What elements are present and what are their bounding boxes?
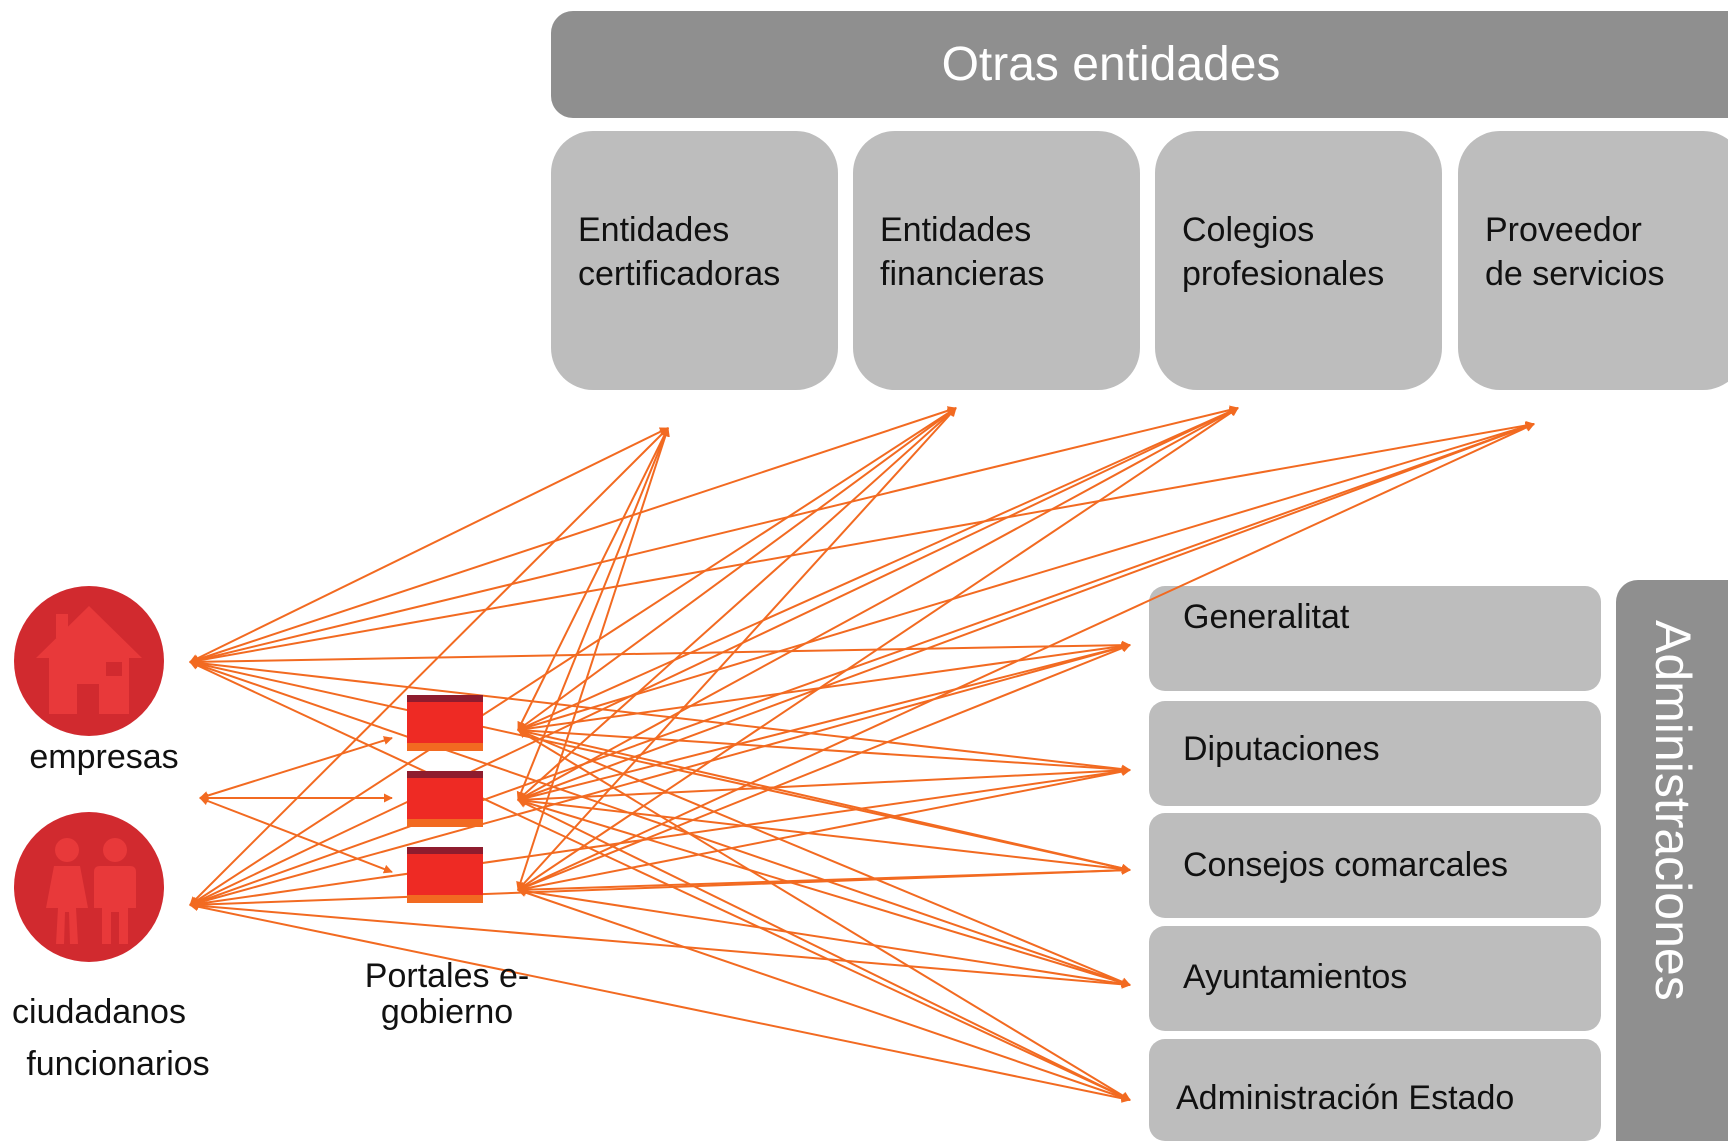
connection-arrow [517,888,1131,1102]
connection-arrow [189,422,1535,907]
connection-arrow [189,427,669,906]
connection-arrow [517,886,1131,989]
admin-label: Ayuntamientos [1183,958,1408,996]
connection-arrow [517,865,1131,895]
connection-arrow [189,642,1131,908]
entity-box-service-provider: Proveedor de servicios [1458,131,1728,390]
admin-label: Administración Estado [1176,1079,1515,1117]
portal-window-1 [407,695,483,751]
connection-arrow [189,640,1131,667]
people-icon [46,838,136,944]
citizens-label: ciudadanos [12,993,186,1031]
connection-arrow [517,642,1131,803]
portals-label: Portales e- gobierno [364,957,530,1031]
other-entities-title: Otras entidades [941,38,1281,91]
civil-servants-label: funcionarios [26,1045,210,1083]
entity-box-professional-colleges: Colegios profesionales [1155,131,1442,390]
connection-arrow [199,796,393,874]
companies-label: empresas [29,738,179,776]
administrations-side-bar: Administraciones [1616,580,1728,1141]
connection-arrow [189,902,1131,1103]
companies-circle [14,586,164,736]
entity-label: Colegios profesionales [1182,210,1385,293]
portal-window-3 [407,847,483,903]
connection-arrow [189,658,1131,774]
connection-arrow [517,422,1535,802]
people-circle [14,812,164,962]
house-icon [36,606,142,714]
connection-arrow [516,427,670,801]
entity-box-certification: Entidades certificadoras [551,131,838,390]
entity-label: Proveedor de servicios [1485,210,1665,293]
connection-arrow [189,901,1131,989]
connection-arrow [517,799,1131,1101]
connection-arrow [517,796,1131,874]
connection-arrow [517,423,1535,891]
entity-box-financial: Entidades financieras [853,131,1140,390]
other-entities-header: Otras entidades [551,11,1728,118]
connection-arrow [516,427,670,891]
entity-label: Entidades financieras [880,210,1045,293]
connection-arrow [517,407,1239,891]
connection-arrow [189,661,1131,1101]
connection-arrow [189,427,669,663]
portal-window-2 [407,771,483,827]
entity-label: Entidades certificadoras [578,210,781,293]
connection-arrow [199,736,393,800]
admin-box-ayuntamientos: Ayuntamientos [1149,926,1601,1031]
admin-box-administracion-estado: Administración Estado [1149,1039,1601,1141]
